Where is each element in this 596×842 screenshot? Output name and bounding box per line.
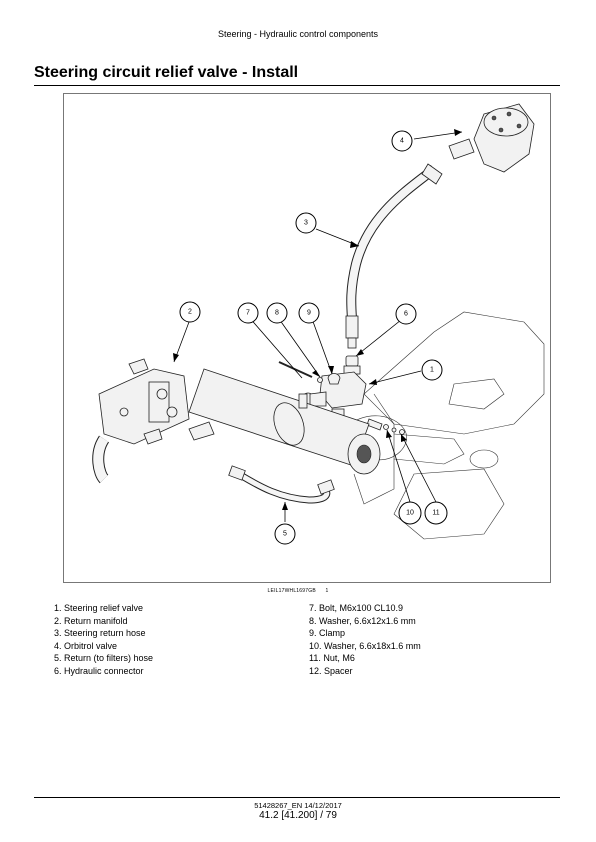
- svg-text:10: 10: [406, 510, 414, 517]
- callout-10: 10: [398, 501, 422, 525]
- legend-item: 9. Clamp: [309, 628, 346, 639]
- legend-item: 7. Bolt, M6x100 CL10.9: [309, 603, 404, 613]
- svg-text:6: 6: [404, 311, 408, 318]
- callout-9: 9: [298, 302, 320, 324]
- callout-7: 7: [237, 302, 259, 324]
- figure-number: 1: [325, 588, 329, 594]
- legend-item: 10. Washer, 6.6x18x1.6 mm: [309, 640, 421, 651]
- washer-nut: [366, 418, 405, 435]
- running-header: Steering - Hydraulic control components: [217, 29, 379, 39]
- leader-lines: [173, 129, 463, 522]
- svg-text:5: 5: [283, 531, 287, 538]
- callout-2: 2: [179, 301, 201, 323]
- parts-legend-left: 1. Steering relief valve 2. Return manif…: [54, 602, 153, 678]
- title-rule: [34, 85, 560, 86]
- return-filters-hose: [228, 465, 335, 504]
- svg-text:4: 4: [400, 138, 404, 145]
- parts-legend-right: 7. Bolt, M6x100 CL10.9 8. Washer, 6.6x12…: [309, 602, 421, 678]
- callout-11: 11: [424, 501, 448, 525]
- hydraulic-assembly-drawing: 4 3 2 7 8 9 6 1 10 11 5: [92, 103, 545, 545]
- svg-text:2: 2: [188, 309, 192, 316]
- callout-8: 8: [266, 302, 288, 324]
- page-number: 41.2 [41.200] / 79: [259, 810, 337, 821]
- hydraulic-cylinder: [188, 368, 381, 475]
- legend-item: 2. Return manifold: [54, 615, 128, 626]
- svg-text:8: 8: [275, 310, 279, 317]
- document-number: 51428267_EN 14/12/2017: [254, 801, 342, 810]
- callout-4: 4: [391, 130, 413, 152]
- legend-item: 4. Orbitrol valve: [54, 640, 118, 651]
- orbitrol-valve: [448, 103, 535, 173]
- figure-code: LEIL17WHL1697GB: [267, 588, 316, 594]
- callout-3: 3: [295, 212, 317, 234]
- svg-text:7: 7: [246, 310, 250, 317]
- legend-item: 1. Steering relief valve: [54, 603, 144, 613]
- exploded-view-illustration: 4 3 2 7 8 9 6 1 10 11 5: [63, 93, 551, 583]
- svg-text:11: 11: [432, 510, 439, 517]
- legend-item: 11. Nut, M6: [309, 653, 355, 664]
- legend-item: 5. Return (to filters) hose: [54, 653, 154, 664]
- hydraulic-connector: [343, 355, 361, 375]
- steering-return-hose: [345, 163, 443, 349]
- callout-6: 6: [395, 303, 417, 325]
- legend-item: 8. Washer, 6.6x12x1.6 mm: [309, 615, 416, 626]
- svg-text:3: 3: [304, 220, 308, 227]
- bolt-washer-clamp: [278, 361, 341, 385]
- return-manifold: [92, 358, 215, 484]
- callout-1: 1: [421, 359, 443, 381]
- legend-item: 12. Spacer: [309, 665, 353, 676]
- callout-5: 5: [274, 523, 296, 545]
- footer-rule: [34, 797, 560, 798]
- svg-text:1: 1: [430, 367, 434, 374]
- legend-item: 3. Steering return hose: [54, 628, 146, 639]
- legend-item: 6. Hydraulic connector: [54, 665, 144, 676]
- page-title: Steering circuit relief valve - Install: [34, 64, 299, 81]
- svg-text:9: 9: [307, 310, 311, 317]
- figure-caption: LEIL17WHL1697GB 1: [0, 588, 596, 594]
